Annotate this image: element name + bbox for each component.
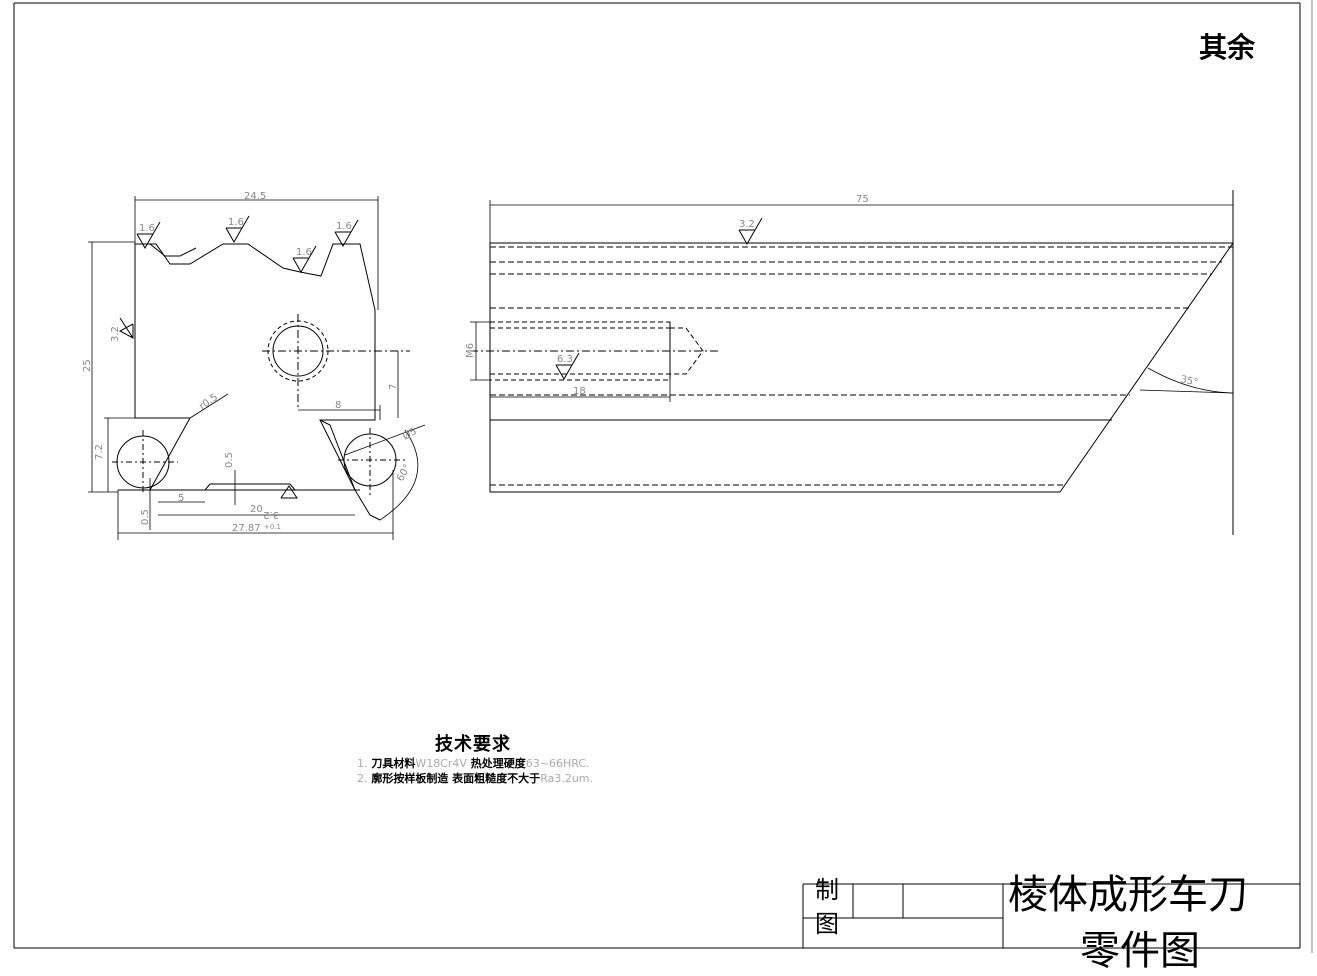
tech-req-2-b: Ra3.2um.	[540, 772, 594, 785]
tech-req-1-a: 刀具材料	[371, 757, 416, 770]
rough-side-hole: 6.3	[557, 354, 573, 365]
tech-req-2-num: 2.	[357, 772, 368, 785]
dim-width-top: 24.5	[244, 191, 266, 202]
right-pin-bottom	[354, 489, 381, 521]
dim-length: 75	[856, 194, 869, 205]
drawing-title: 棱体成形车刀	[1008, 872, 1248, 918]
front-ridge	[149, 243, 197, 257]
right-vblock	[319, 419, 356, 491]
drawing-sheet: 24.5 25 r0.5 8 7 7.2 0.5 0.5 5 20 27.87 …	[13, 0, 1313, 953]
tech-req-1-b: W18Cr4V	[415, 757, 467, 770]
dim-thread: M6	[465, 343, 476, 358]
tech-req-1-c: 热处理硬度	[470, 757, 526, 770]
side-view	[470, 190, 1234, 535]
rough-4: 1.6	[336, 221, 352, 232]
dim-depth: 18	[573, 386, 586, 397]
technical-requirements: 技术要求 1. 刀具材料W18Cr4V 热处理硬度63~66HRC. 2. 廓形…	[357, 730, 777, 786]
rough-2: 1.6	[228, 217, 244, 228]
side-slant	[1059, 242, 1234, 493]
dim-diam5: Ø5	[401, 425, 419, 443]
rough-side-top: 3.2	[739, 219, 755, 230]
rough-side: 3.2	[110, 326, 121, 342]
title-block	[802, 883, 1300, 948]
tech-req-2-a: 廓形按样板制造 表面粗糙度不大于	[371, 772, 541, 785]
dim-angle: 60°	[395, 463, 413, 484]
dim-side-angle: 35°	[1179, 374, 1199, 388]
side-dimensions	[470, 200, 1234, 402]
front-roughness-symbols	[118, 215, 359, 499]
side-roughness-symbols	[555, 217, 763, 381]
dim-hole-x: 8	[335, 400, 341, 411]
tech-req-1-num: 1.	[357, 757, 368, 770]
rough-1: 1.6	[139, 223, 155, 234]
front-outline	[134, 243, 376, 491]
rough-3: 1.6	[296, 247, 312, 258]
dim-bottom-tol: +0.1	[264, 523, 281, 531]
drawing-subtitle: 零件图	[1080, 928, 1200, 974]
dim-hole-y: 7	[388, 384, 399, 390]
drawn-by-label-1: 制	[815, 876, 839, 904]
remaining-surfaces-note: 其余	[1199, 31, 1256, 64]
dim-r1: r0.5	[197, 392, 220, 412]
rough-bottom: 3.2	[263, 509, 279, 520]
bottom-groove	[150, 483, 296, 491]
drawn-by-label-2: 图	[815, 910, 839, 938]
tech-req-line-2: 2. 廓形按样板制造 表面粗糙度不大于Ra3.2um.	[357, 771, 777, 786]
front-dimensions	[88, 196, 426, 540]
dim-gap-b: 0.5	[140, 509, 151, 525]
tech-req-heading: 技术要求	[435, 734, 511, 755]
dim-gap-a: 0.5	[224, 452, 235, 468]
dim-20: 20	[250, 504, 263, 515]
tech-req-1-d: 63~66HRC.	[525, 757, 590, 770]
drill-point	[670, 327, 704, 375]
dim-height: 25	[82, 359, 93, 372]
dim-bottom: 27.87	[232, 523, 261, 534]
front-view	[112, 243, 410, 521]
dim-5: 5	[178, 493, 184, 504]
dim-left-h: 7.2	[94, 444, 105, 460]
tech-req-line-1: 1. 刀具材料W18Cr4V 热处理硬度63~66HRC.	[357, 756, 777, 771]
